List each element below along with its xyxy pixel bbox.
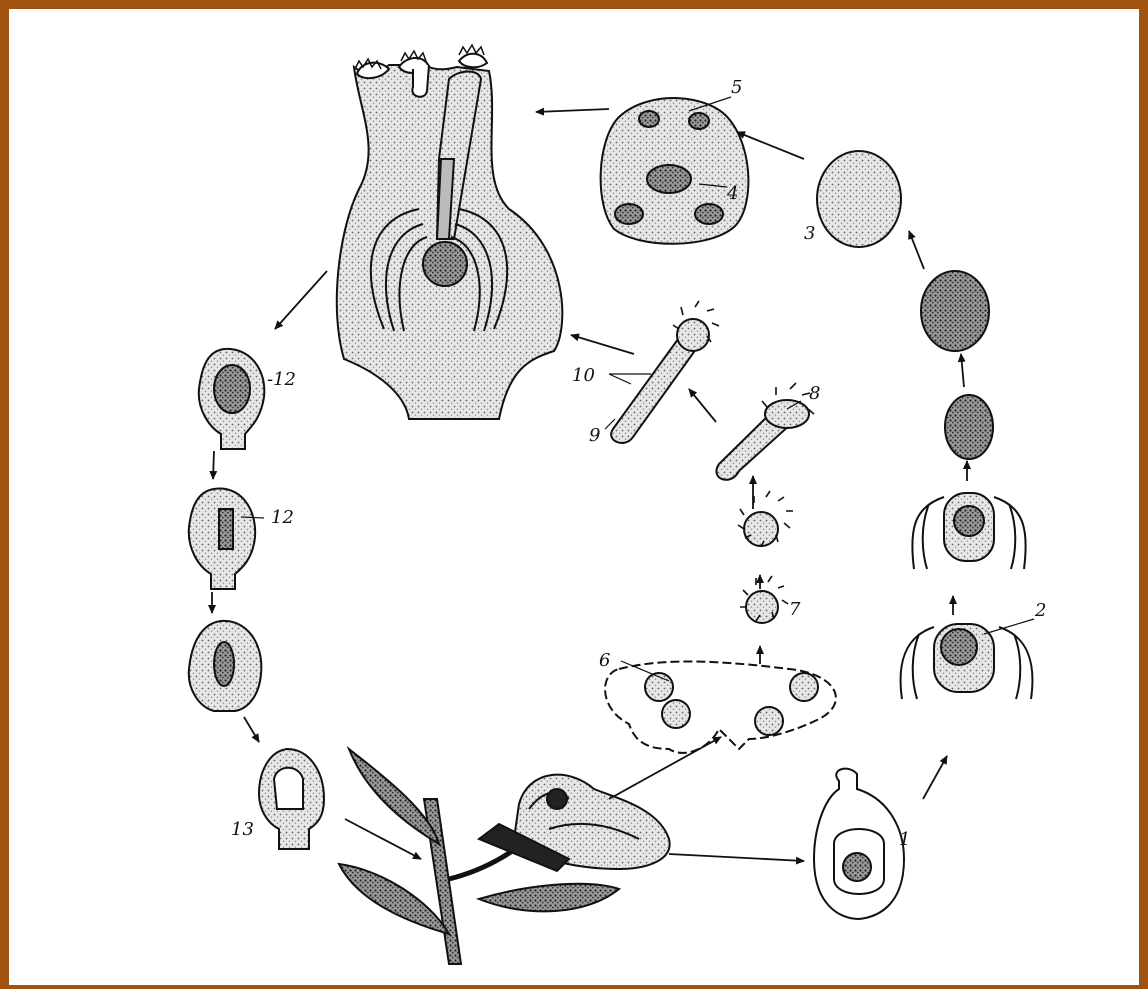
label-12-middle: 12 [271, 507, 294, 528]
embryo-sac-cell-figure [601, 98, 749, 244]
label-3: 3 [804, 223, 815, 244]
label-5: 5 [731, 77, 742, 98]
plant-life-cycle-diagram: 1 2 3 4 5 6 7 8 9 10 -12 12 13 [9, 9, 1139, 985]
label-6: 6 [599, 650, 610, 671]
anther-section-figure [605, 662, 836, 753]
pistil-fertilization-figure [337, 45, 563, 419]
label-7: 7 [789, 599, 801, 620]
label-13: 13 [231, 819, 254, 840]
label-1: 1 [899, 829, 910, 850]
label-8: 8 [809, 383, 820, 404]
label-12-top: -12 [267, 369, 296, 390]
label-4: 4 [726, 183, 738, 204]
label-9: 9 [589, 425, 600, 446]
label-10: 10 [572, 365, 595, 386]
label-2: 2 [1034, 600, 1046, 621]
flowering-plant-figure [339, 749, 670, 964]
pollen-development-figure [611, 301, 814, 623]
seed-development-figure [189, 349, 324, 849]
